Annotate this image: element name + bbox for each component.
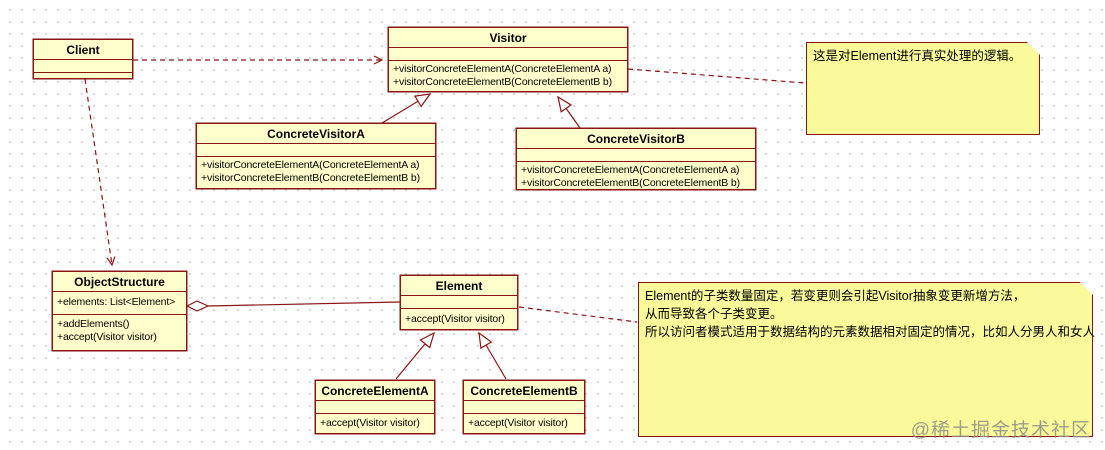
aggregation-diamond xyxy=(185,300,210,312)
note-text: 这是对Element进行真实处理的逻辑。 xyxy=(813,49,1022,63)
anchor-visitor-note xyxy=(627,68,806,84)
method-line: +accept(Visitor visitor) xyxy=(405,313,505,325)
method-line: +accept(Visitor visitor) xyxy=(57,331,157,343)
dependency-client-objectstructure xyxy=(84,78,116,267)
class-client: Client xyxy=(33,39,133,79)
method-line: +visitorConcreteElementB(ConcreteElement… xyxy=(201,172,420,184)
attributes-compartment xyxy=(401,296,517,309)
methods-compartment: +accept(Visitor visitor) xyxy=(316,414,434,433)
note-text-line: 从而导致各个子类变更。 xyxy=(645,307,783,321)
note-visitor-logic: 这是对Element进行真实处理的逻辑。 xyxy=(806,42,1040,135)
methods-compartment: +accept(Visitor visitor) xyxy=(464,414,584,433)
class-title: ConcreteElementA xyxy=(316,381,434,401)
note-fold-icon xyxy=(1080,282,1093,295)
class-title: ConcreteVisitorA xyxy=(197,124,435,144)
methods-compartment xyxy=(34,73,132,78)
class-title: Element xyxy=(401,276,517,296)
class-title: Client xyxy=(34,40,132,60)
generalization-concreteelementb-element xyxy=(478,331,507,380)
method-line: +addElements() xyxy=(57,318,130,330)
method-line: +visitorConcreteElementB(ConcreteElement… xyxy=(393,76,612,88)
attributes-compartment xyxy=(197,144,435,157)
method-line: +visitorConcreteElementB(ConcreteElement… xyxy=(521,177,740,189)
attributes-compartment: +elements: List<Element> xyxy=(53,292,186,315)
class-title: ObjectStructure xyxy=(53,272,186,292)
aggregation-line-objectstructure-element xyxy=(207,301,401,307)
class-title: ConcreteElementB xyxy=(464,381,584,401)
note-element-constraint: Element的子类数量固定，若变更则会引起Visitor抽象变更新增方法， 从… xyxy=(638,282,1096,437)
class-element: Element +accept(Visitor visitor) xyxy=(400,275,518,330)
class-concrete-visitor-a: ConcreteVisitorA +visitorConcreteElement… xyxy=(196,123,436,189)
methods-compartment: +visitorConcreteElementA(ConcreteElement… xyxy=(517,162,755,191)
attributes-compartment xyxy=(464,401,584,414)
class-visitor: Visitor +visitorConcreteElementA(Concret… xyxy=(388,27,628,92)
method-line: +visitorConcreteElementA(ConcreteElement… xyxy=(393,63,612,75)
note-fold-icon xyxy=(1027,42,1040,55)
generalization-concretevisitorb-visitor xyxy=(557,95,581,129)
attributes-compartment xyxy=(34,60,132,73)
class-concrete-visitor-b: ConcreteVisitorB +visitorConcreteElement… xyxy=(516,128,756,190)
class-concrete-element-a: ConcreteElementA +accept(Visitor visitor… xyxy=(315,380,435,434)
note-text-line: Element的子类数量固定，若变更则会引起Visitor抽象变更新增方法， xyxy=(645,289,1026,303)
generalization-concretevisitora-visitor xyxy=(381,93,432,124)
class-object-structure: ObjectStructure +elements: List<Element>… xyxy=(52,271,187,351)
generalization-concreteelementa-element xyxy=(395,331,435,380)
methods-compartment: +accept(Visitor visitor) xyxy=(401,309,517,329)
method-line: +visitorConcreteElementA(ConcreteElement… xyxy=(521,164,740,176)
methods-compartment: +addElements() +accept(Visitor visitor) xyxy=(53,315,186,350)
attribute-line: +elements: List<Element> xyxy=(57,296,176,308)
class-title: Visitor xyxy=(389,28,627,48)
attributes-compartment xyxy=(316,401,434,414)
methods-compartment: +visitorConcreteElementA(ConcreteElement… xyxy=(197,157,435,188)
methods-compartment: +visitorConcreteElementA(ConcreteElement… xyxy=(389,61,627,91)
method-line: +visitorConcreteElementA(ConcreteElement… xyxy=(201,159,420,171)
watermark: @稀土掘金技术社区 xyxy=(910,420,1091,441)
class-title: ConcreteVisitorB xyxy=(517,129,755,149)
attributes-compartment xyxy=(389,48,627,61)
anchor-element-note xyxy=(518,306,638,323)
class-concrete-element-b: ConcreteElementB +accept(Visitor visitor… xyxy=(463,380,585,434)
method-line: +accept(Visitor visitor) xyxy=(320,417,420,429)
method-line: +accept(Visitor visitor) xyxy=(468,417,568,429)
attributes-compartment xyxy=(517,149,755,162)
note-text-line: 所以访问者模式适用于数据结构的元素数据相对固定的情况，比如人分男人和女人 xyxy=(645,325,1096,339)
